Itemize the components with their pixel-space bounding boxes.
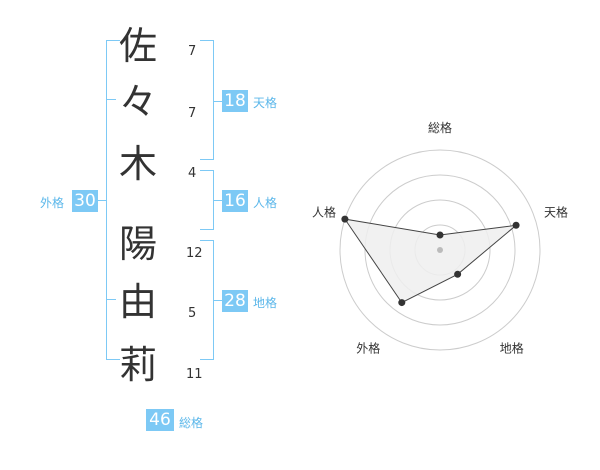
bracket-tick — [106, 299, 116, 300]
jinkaku-bracket — [200, 170, 214, 230]
name-character-5: 由 — [118, 280, 157, 324]
soukaku-value: 46 — [146, 409, 174, 431]
tenkaku-label: 天格 — [253, 96, 278, 110]
stroke-count-1: 7 — [188, 44, 197, 59]
name-character-4: 陽 — [118, 222, 157, 266]
gaikaku-value: 30 — [72, 190, 98, 212]
radar-axis-label: 天格 — [544, 204, 568, 219]
radar-axis-label: 外格 — [356, 341, 380, 356]
bracket-tick — [214, 101, 222, 102]
radar-point-3 — [454, 270, 462, 278]
radar-point-1 — [436, 231, 444, 239]
jinkaku-label: 人格 — [253, 196, 278, 210]
bracket-tick — [98, 200, 106, 201]
name-character-3: 木 — [118, 142, 157, 186]
radar-axis-label: 地格 — [500, 341, 524, 356]
gaikaku-bracket — [106, 40, 120, 360]
radar-ring — [339, 149, 541, 351]
name-character-1: 佐 — [118, 24, 157, 68]
tenkaku-value: 18 — [222, 90, 248, 112]
stroke-count-3: 4 — [188, 166, 197, 181]
jinkaku-value: 16 — [222, 190, 248, 212]
bracket-tick — [214, 300, 222, 301]
stroke-count-5: 5 — [188, 306, 197, 321]
bracket-tick — [106, 99, 116, 100]
radar-ring — [364, 174, 516, 326]
soukaku-label: 総格 — [179, 416, 204, 430]
radar-point-4 — [398, 299, 406, 307]
name-character-6: 莉 — [118, 343, 157, 387]
tenkaku-bracket — [200, 40, 214, 160]
stroke-count-2: 7 — [188, 106, 197, 121]
radar-center-point — [437, 247, 443, 253]
stroke-count-6: 11 — [186, 367, 203, 382]
gaikaku-label: 外格 — [40, 196, 65, 210]
radar-axis-label: 総格 — [428, 120, 452, 135]
radar-point-2 — [512, 221, 520, 229]
bracket-tick — [214, 200, 222, 201]
chikaku-bracket — [200, 240, 214, 360]
stroke-count-4: 12 — [186, 246, 203, 261]
name-character-2: 々 — [118, 80, 157, 124]
chikaku-label: 地格 — [253, 296, 278, 310]
radar-axis-label: 人格 — [312, 204, 336, 219]
radar-polygon — [343, 218, 518, 304]
radar-point-5 — [341, 215, 349, 223]
chikaku-value: 28 — [222, 290, 248, 312]
